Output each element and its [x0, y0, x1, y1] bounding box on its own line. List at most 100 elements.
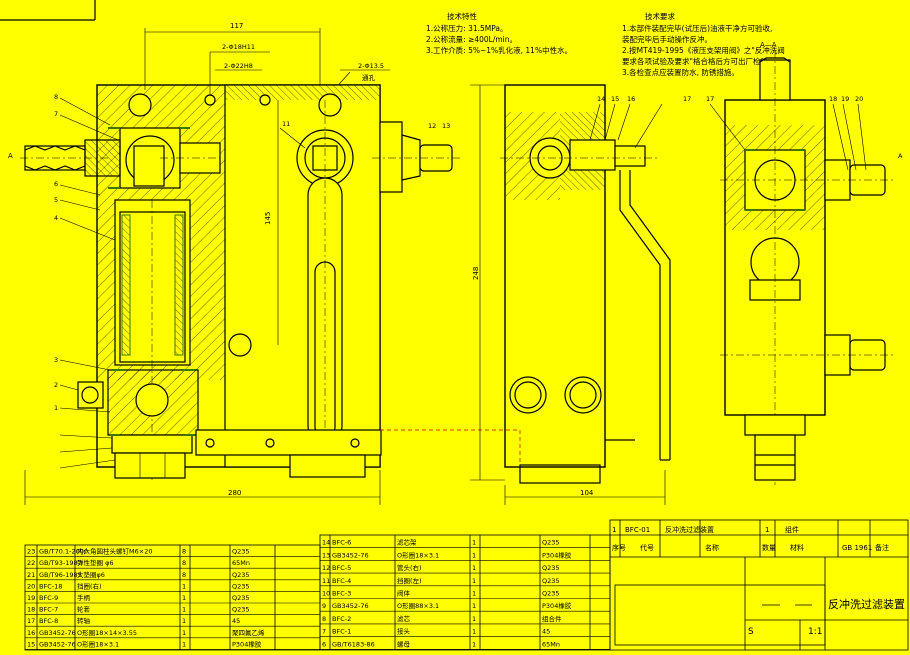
title-row1-name: 反冲洗过滤装置: [665, 525, 714, 534]
leader-aa-17: 17: [706, 95, 714, 103]
bom-cell: GB3452-76: [332, 602, 369, 610]
bom-cell: 1: [182, 640, 186, 648]
bom-cell: BFC-9: [39, 594, 58, 602]
dim-248: 248: [472, 267, 480, 280]
bom-cell: Q235: [542, 590, 560, 598]
hdr-note: 备注: [875, 543, 889, 552]
bom-cell: P304橡胶: [542, 550, 572, 559]
leader-12: 12: [428, 122, 436, 130]
bom-cell: 接头: [397, 627, 411, 636]
bom-cell: GB3452-76: [332, 551, 369, 559]
bom-cell: GB/T6183-86: [332, 640, 375, 648]
title-row1-qty: 1: [765, 526, 769, 534]
bom-cell: 阀体: [397, 589, 411, 598]
bom-cell: O形圈18×3.1: [397, 551, 439, 559]
leader-14: 14: [597, 95, 605, 103]
bom-cell: 14: [322, 539, 330, 547]
dim-280: 280: [228, 489, 241, 497]
tech-req-line-4: 要求各项试验及要求"格合格后方可出厂检验。: [622, 56, 775, 66]
hdr-seq: 序号: [612, 543, 626, 552]
hdr-code: 代号: [640, 543, 654, 552]
bom-cell: Q235: [232, 606, 250, 614]
bom-cell: 1: [472, 564, 476, 572]
bom-cell: 65Mn: [232, 559, 250, 567]
bom-cell: 1: [182, 594, 186, 602]
tech-req-title: 技术要求: [645, 11, 675, 21]
bom-cell: 挡圈(左): [397, 576, 422, 585]
leader-8: 8: [54, 93, 58, 101]
dim-2phi22: 2-Φ22H8: [224, 62, 253, 70]
dim-104: 104: [580, 489, 594, 497]
bom-cell: 9: [322, 602, 326, 610]
bom-cell: GB3452-76: [39, 629, 76, 637]
bom-cell: 45: [232, 617, 240, 625]
bom-cell: 20: [27, 582, 35, 590]
title-block-scale: 1:1: [808, 627, 822, 637]
title-block: 1 BFC-01 反冲洗过滤装置 1 组件 序号 代号 名称 数量 材料 GB …: [609, 519, 909, 651]
bom-cell: 1: [472, 602, 476, 610]
bom-cell: Q235: [232, 571, 250, 579]
leader-aa-19: 19: [841, 95, 849, 103]
bom-cell: P304橡胶: [542, 601, 572, 610]
bom-cell: 轮套: [77, 605, 91, 614]
bom-cell: GB/T93-1987: [39, 559, 82, 567]
leader-17: 17: [683, 95, 691, 103]
bom-cell: 大垫圈φ6: [77, 570, 105, 579]
title-block-sheet: S: [748, 627, 754, 637]
bom-cell: 1: [472, 640, 476, 648]
bom-cell: Q235: [232, 582, 250, 590]
bom-cell: O形圈88×3.1: [397, 602, 439, 610]
bom-cell: 8: [182, 571, 186, 579]
dim-through: 通孔: [362, 73, 376, 82]
bom-cell: 1: [472, 577, 476, 585]
frame-corner: [0, 0, 96, 21]
section-aa-label: A—A: [760, 41, 777, 49]
bom-cell: 手柄: [77, 593, 91, 602]
bom-table-left: [24, 544, 321, 651]
tech-req-line-5: 3.各检查点应装置防水, 防锈措施。: [622, 67, 739, 77]
bom-cell: 聚四氟乙烯: [232, 628, 265, 637]
bom-cell: 23: [27, 548, 35, 556]
bom-cell: 滤芯架: [397, 538, 417, 547]
bom-cell: Q235: [232, 594, 250, 602]
bom-cell: 1: [472, 628, 476, 636]
title-row1-num: 1: [612, 526, 616, 534]
bom-cell: 12: [322, 564, 330, 572]
bom-cell: 内六角圆柱头螺钉M6×20: [77, 547, 152, 556]
section-aa-view: A—A: [706, 41, 903, 485]
leader-16: 16: [627, 95, 635, 103]
title-row1-type: 组件: [785, 525, 799, 534]
bom-cell: 45: [542, 628, 550, 636]
tech-req-line-3: 2.按MT419-1995《液压支架用阀》之"反冲洗阀: [622, 45, 785, 55]
bom-cell: 1: [182, 617, 186, 625]
bom-cell: 65Mn: [542, 640, 560, 648]
bom-cell: 22: [27, 559, 35, 567]
bom-cell: O形圈18×14×3.55: [77, 629, 137, 637]
bom-cell: Q235: [542, 539, 560, 547]
bom-cell: 6: [322, 640, 326, 648]
tech-notes: 技术特性 1.公称压力: 31.5MPa。 2.公称流量: ≥400L/min。…: [426, 11, 785, 77]
bom-cell: 19: [27, 594, 35, 602]
leader-15: 15: [611, 95, 619, 103]
bom-cell: Q235: [542, 564, 560, 572]
tech-spec-line-1: 1.公称压力: 31.5MPa。: [426, 23, 508, 33]
bom-cell: 7: [322, 628, 326, 636]
leader-11: 11: [282, 120, 290, 128]
bom-cell: 8: [182, 559, 186, 567]
tech-spec-line-3: 3.工作介质: 5%~1%乳化液, 11%中性水。: [426, 45, 572, 55]
bom-cell: 1: [472, 615, 476, 623]
hdr-name: 名称: [705, 543, 719, 552]
bom-cell: 弹性垫圈 φ6: [77, 558, 114, 567]
bom-cell: 11: [322, 577, 330, 585]
title-block-title: 反冲洗过滤装置: [828, 597, 905, 611]
bom-cell: 1: [182, 582, 186, 590]
leader-13: 13: [442, 122, 450, 130]
section-mark-a-left: A: [8, 152, 13, 160]
bom-cell: 13: [322, 551, 330, 559]
bom-cell: 18: [27, 606, 35, 614]
bom-cell: GB3452-76: [39, 640, 76, 648]
bom-cell: BFC-4: [332, 577, 351, 585]
bom-cell: BFC-1: [332, 628, 351, 636]
leader-1: 1: [54, 404, 58, 412]
